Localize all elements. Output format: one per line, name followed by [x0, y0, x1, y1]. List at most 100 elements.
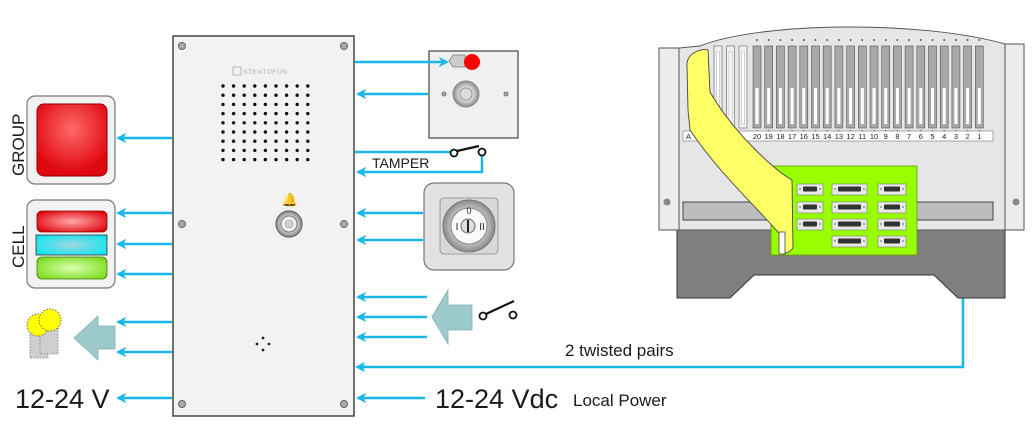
speaker-hole	[263, 130, 268, 134]
screw-icon	[178, 220, 186, 228]
local-power-label: Local Power	[573, 391, 667, 410]
card-slot	[939, 39, 949, 132]
speaker-hole	[284, 111, 289, 116]
speaker-hole	[231, 121, 236, 125]
card-slot	[893, 39, 902, 132]
card-slot	[846, 39, 855, 132]
d-sub-connector	[877, 201, 907, 214]
speaker-hole	[263, 84, 268, 88]
slot-number: 11	[858, 132, 866, 141]
slot-number: 19	[765, 132, 773, 141]
speaker-hole	[221, 130, 225, 134]
speaker-hole	[253, 111, 257, 116]
speaker-hole	[306, 157, 310, 162]
cell-indicator	[26, 199, 116, 289]
red-lamp	[464, 54, 480, 70]
light-bulbs-icon	[26, 308, 62, 359]
speaker-hole	[231, 102, 236, 107]
speaker-hole	[295, 111, 299, 116]
card-slot	[904, 39, 914, 132]
speaker-grille	[221, 84, 310, 162]
card-slot	[834, 39, 844, 132]
card-slot	[869, 39, 879, 132]
output-voltage-label: 12-24 V	[15, 384, 110, 414]
slot-number: 12	[846, 132, 854, 141]
lamp-socket-icon	[448, 54, 466, 68]
d-sub-connector	[877, 218, 907, 231]
speaker-hole	[253, 84, 257, 88]
call-button[interactable]	[275, 210, 303, 238]
speaker-hole	[295, 84, 299, 88]
speaker-hole	[221, 102, 225, 107]
speaker-hole	[253, 157, 257, 162]
card-slot	[857, 39, 867, 132]
card-slot	[974, 39, 984, 132]
speaker-hole	[284, 102, 289, 107]
speaker-hole	[263, 139, 268, 143]
speaker-hole	[242, 130, 246, 134]
key-position-I: I	[456, 222, 459, 233]
speaker-hole	[274, 157, 278, 162]
screw-icon	[340, 400, 348, 408]
speaker-hole	[253, 139, 257, 143]
speaker-hole	[242, 84, 246, 88]
key-switch[interactable]: 0 I II	[423, 182, 515, 271]
speaker-hole	[221, 121, 225, 125]
speaker-hole	[274, 111, 278, 116]
speaker-hole	[274, 139, 278, 143]
twisted-pairs-label: 2 twisted pairs	[565, 341, 674, 360]
speaker-hole	[306, 139, 310, 143]
card-slot	[822, 39, 832, 132]
speaker-hole	[295, 130, 299, 134]
screw-icon	[178, 42, 186, 50]
speaker-hole	[231, 139, 236, 143]
slot-number: 1	[977, 132, 981, 141]
card-slot	[738, 45, 748, 129]
d-sub-connector	[796, 201, 824, 214]
cell-lamp-cyan	[35, 234, 108, 256]
speaker-hole	[242, 139, 246, 143]
speaker-hole	[231, 93, 236, 97]
speaker-hole	[242, 157, 246, 162]
speaker-hole	[253, 148, 257, 153]
svg-text:STENTOFON: STENTOFON	[243, 69, 287, 76]
door-lamp-unit	[428, 50, 519, 139]
screw-icon	[340, 220, 348, 228]
speaker-hole	[263, 102, 268, 107]
speaker-hole	[231, 148, 236, 153]
slot-number: 3	[954, 132, 958, 141]
d-sub-connector	[877, 235, 907, 248]
speaker-hole	[263, 157, 268, 162]
speaker-hole	[274, 102, 278, 107]
slot-number: 5	[930, 132, 934, 141]
slot-number: 9	[884, 132, 888, 141]
output-big-arrow-icon	[73, 315, 116, 361]
intercom-panel: STENTOFON 🔔	[172, 35, 355, 417]
speaker-hole	[231, 157, 236, 162]
speaker-hole	[221, 157, 225, 162]
slot-number: 18	[776, 132, 784, 141]
speaker-hole	[295, 121, 299, 125]
slot-label-A: A	[686, 132, 691, 141]
speaker-hole	[284, 130, 289, 134]
slot-number: 14	[823, 132, 831, 141]
speaker-hole	[306, 130, 310, 134]
speaker-hole	[284, 139, 289, 143]
input-big-arrow-icon	[431, 288, 473, 346]
speaker-hole	[284, 121, 289, 125]
card-slot	[881, 39, 891, 132]
speaker-hole	[295, 157, 299, 162]
card-slot	[811, 39, 820, 132]
speaker-hole	[231, 84, 236, 88]
d-sub-connector	[831, 218, 868, 231]
speaker-hole	[295, 93, 299, 97]
speaker-hole	[242, 121, 246, 125]
speaker-hole	[263, 111, 268, 116]
d-sub-connector	[877, 183, 907, 196]
group-lamp	[36, 103, 108, 177]
card-slot	[799, 39, 809, 132]
card-slot	[776, 39, 785, 132]
speaker-hole	[231, 111, 236, 116]
speaker-hole	[295, 102, 299, 107]
speaker-hole	[284, 148, 289, 153]
